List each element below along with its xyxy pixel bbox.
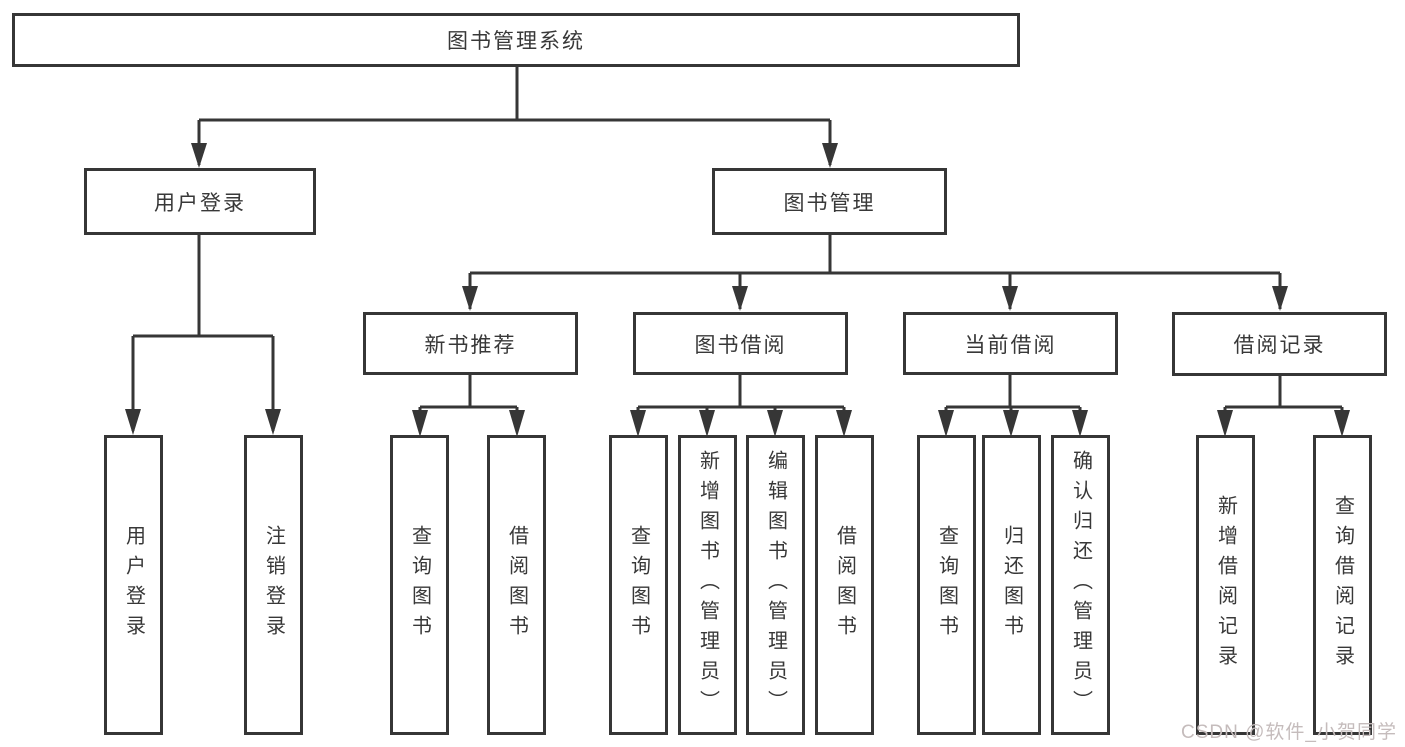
node-library-system: 图书管理系统 bbox=[12, 13, 1020, 67]
csdn-watermark: CSDN @软件_小贺同学 bbox=[1181, 722, 1397, 743]
node-user-login: 用户登录 bbox=[84, 168, 316, 235]
leaf-query-books-1: 查询图书 bbox=[390, 435, 449, 735]
leaf-query-borrow-record: 查询借阅记录 bbox=[1313, 435, 1372, 735]
arrowheads bbox=[125, 143, 1350, 437]
leaf-query-books-3: 查询图书 bbox=[917, 435, 976, 735]
leaf-add-books-admin: 新增图书（管理员） bbox=[678, 435, 737, 735]
node-borrow-records: 借阅记录 bbox=[1172, 312, 1387, 376]
leaf-borrow-books-2: 借阅图书 bbox=[815, 435, 874, 735]
node-current-borrow: 当前借阅 bbox=[903, 312, 1118, 375]
leaf-logout: 注销登录 bbox=[244, 435, 303, 735]
leaf-confirm-return-admin: 确认归还（管理员） bbox=[1051, 435, 1110, 735]
leaf-user-login: 用户登录 bbox=[104, 435, 163, 735]
leaf-edit-books-admin: 编辑图书（管理员） bbox=[746, 435, 805, 735]
leaf-add-borrow-record: 新增借阅记录 bbox=[1196, 435, 1255, 735]
leaf-borrow-books-1: 借阅图书 bbox=[487, 435, 546, 735]
leaf-query-books-2: 查询图书 bbox=[609, 435, 668, 735]
node-new-book-recommend: 新书推荐 bbox=[363, 312, 578, 375]
node-book-borrow: 图书借阅 bbox=[633, 312, 848, 375]
leaf-return-books: 归还图书 bbox=[982, 435, 1041, 735]
node-book-management: 图书管理 bbox=[712, 168, 947, 235]
